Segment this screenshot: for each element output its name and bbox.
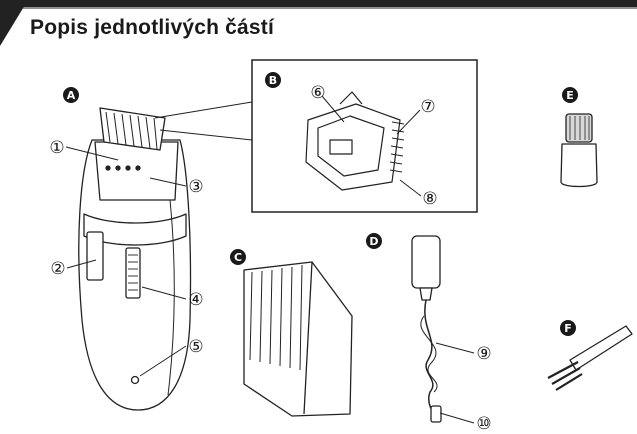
leader-lines xyxy=(65,95,475,424)
callout-7: ⑦ xyxy=(420,97,435,117)
letter-b-text: B xyxy=(269,74,277,87)
letter-a-text: A xyxy=(67,89,76,102)
callout-2: ② xyxy=(50,259,65,279)
callout-5: ⑤ xyxy=(188,337,203,357)
header-band xyxy=(0,0,637,46)
callout-8: ⑧ xyxy=(422,189,437,209)
callout-3: ③ xyxy=(188,177,203,197)
letter-badge-d: D xyxy=(366,233,382,249)
cleaning-brush-illustration xyxy=(547,325,633,391)
letter-d-text: D xyxy=(369,235,378,248)
callout-group: ① ② ③ ④ ⑤ ⑥ ⑦ ⑧ ⑨ ⑩ xyxy=(49,83,491,434)
callout-1: ① xyxy=(49,138,64,158)
oil-bottle-illustration xyxy=(560,113,598,188)
callout-4: ④ xyxy=(188,290,203,310)
letter-badge-f: F xyxy=(560,320,576,336)
blade-inset-box xyxy=(154,59,478,213)
letter-c-text: C xyxy=(234,251,242,264)
adaptor-illustration xyxy=(411,235,442,423)
page-title: Popis jednotlivých částí xyxy=(30,16,275,39)
letter-badge-c: C xyxy=(230,249,246,265)
letter-badge-a: A xyxy=(63,87,79,103)
letter-badge-b: B xyxy=(265,72,281,88)
callout-10: ⑩ xyxy=(476,414,491,434)
letter-f-text: F xyxy=(564,322,572,335)
callout-6: ⑥ xyxy=(310,83,325,103)
letter-badge-e: E xyxy=(562,87,578,103)
trimmer-illustration xyxy=(78,107,192,411)
callout-9: ⑨ xyxy=(476,344,491,364)
comb-attachment-illustration xyxy=(243,261,353,417)
letter-e-text: E xyxy=(566,89,574,102)
